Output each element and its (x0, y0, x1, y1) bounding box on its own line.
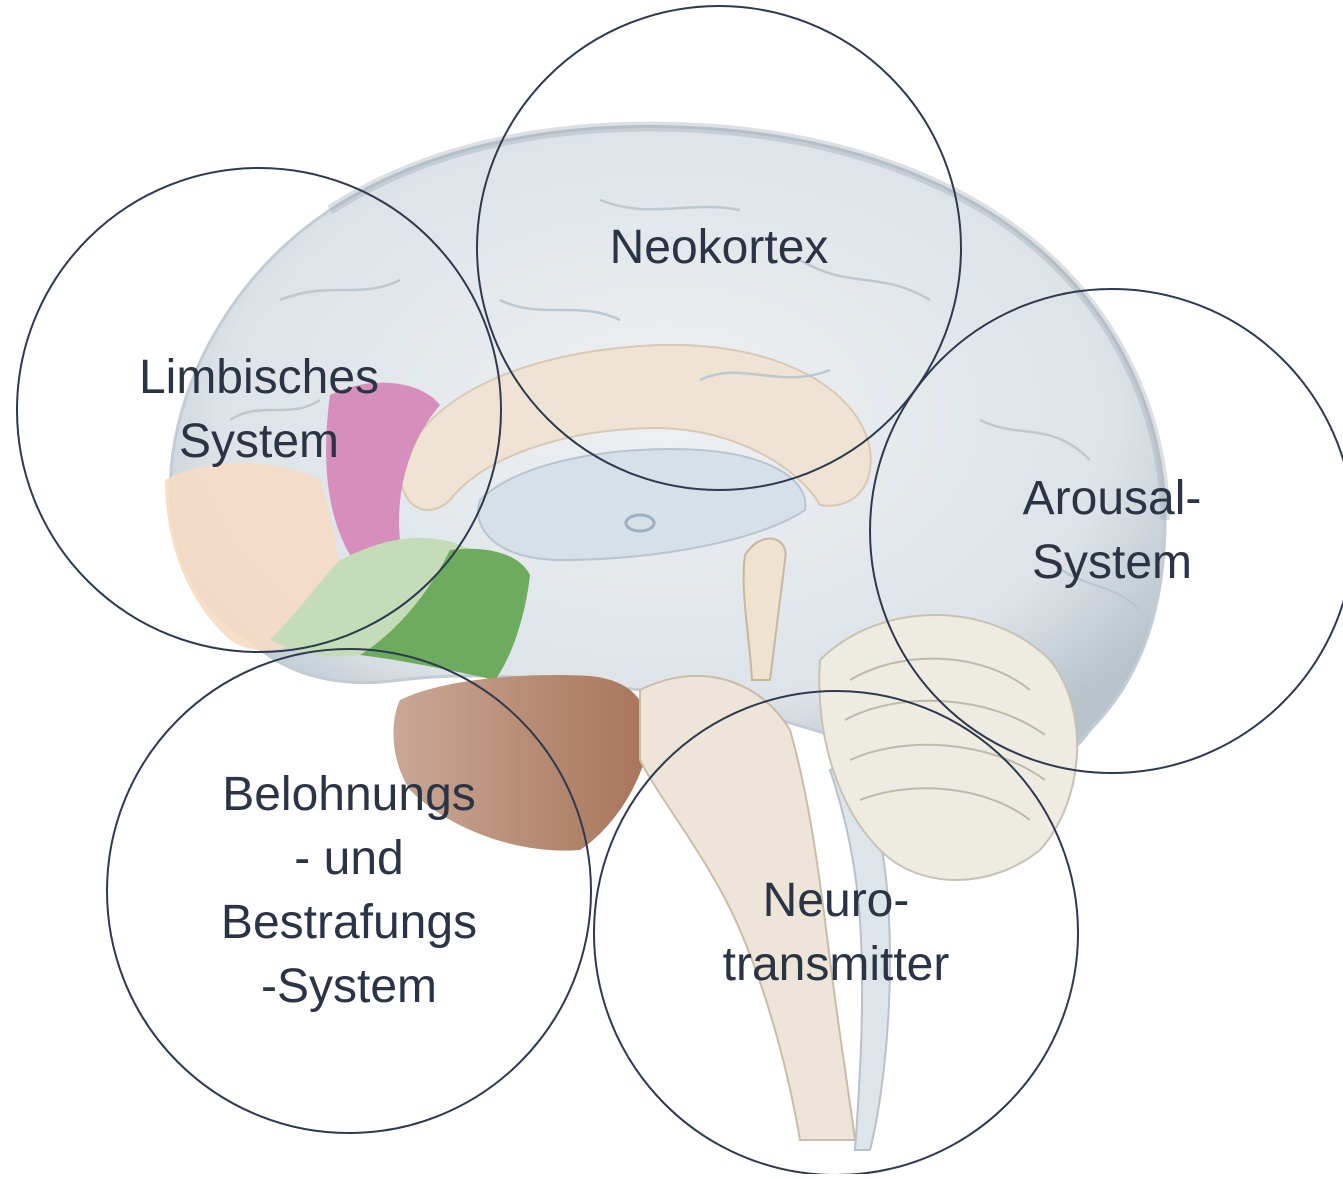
brainstem (640, 676, 855, 1140)
temporal-region (393, 675, 650, 851)
